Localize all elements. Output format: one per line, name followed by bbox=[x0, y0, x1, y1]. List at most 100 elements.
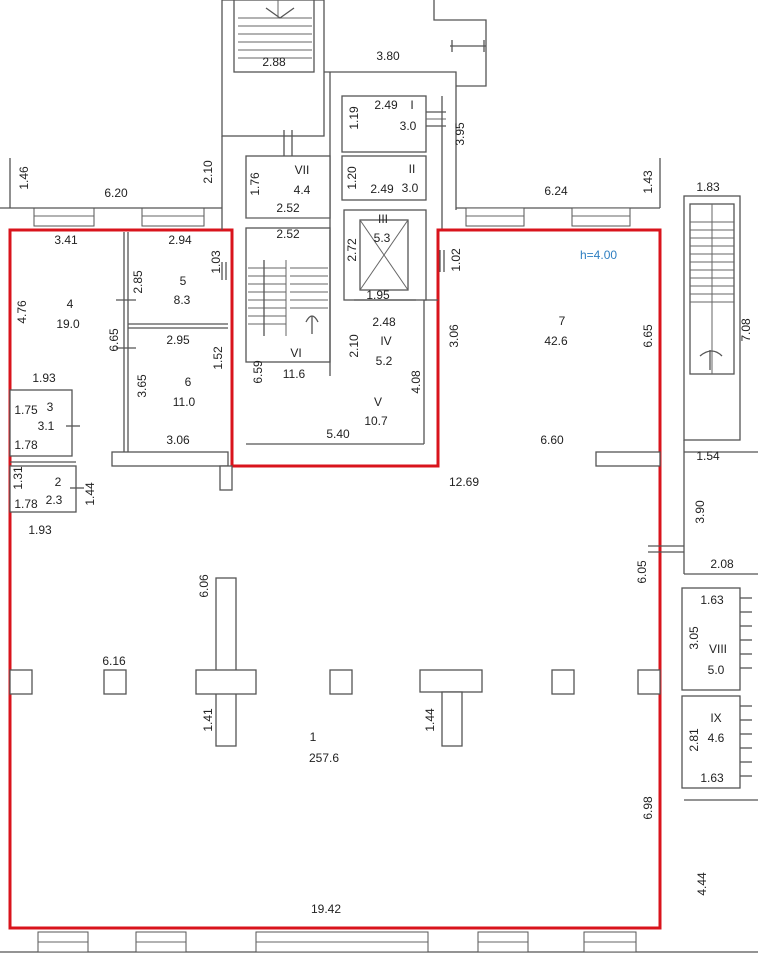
dim-label: 2.88 bbox=[262, 55, 286, 69]
dim-label: 2.08 bbox=[710, 557, 734, 571]
dim-label: 6.20 bbox=[104, 186, 128, 200]
dim-label: 1.54 bbox=[696, 449, 720, 463]
room-id: 4 bbox=[67, 297, 74, 311]
dim-label: 1.83 bbox=[696, 180, 720, 194]
dim-label: 1.78 bbox=[14, 438, 38, 452]
room-id: VII bbox=[295, 163, 310, 177]
dim-label: 1.43 bbox=[641, 170, 655, 194]
room-area: 19.0 bbox=[56, 317, 80, 331]
room-id: III bbox=[378, 212, 388, 226]
room-labels: 1 257.6 2 2.3 3 3.1 4 19.0 5 8.3 6 11.0 … bbox=[38, 98, 727, 765]
dim-label: 1.03 bbox=[209, 250, 223, 274]
room-area: 3.0 bbox=[402, 181, 419, 195]
dim-label: 4.76 bbox=[15, 300, 29, 324]
room-id: I bbox=[410, 98, 413, 112]
room-area: 5.0 bbox=[708, 663, 725, 677]
room-area: 3.1 bbox=[38, 419, 55, 433]
dim-label: 5.40 bbox=[326, 427, 350, 441]
dim-label: 1.31 bbox=[11, 466, 25, 490]
dim-label: 3.80 bbox=[376, 49, 400, 63]
dim-label: 3.05 bbox=[687, 626, 701, 650]
right-stair bbox=[683, 195, 741, 441]
dim-label: 1.76 bbox=[248, 172, 262, 196]
room-vii bbox=[245, 155, 331, 219]
room-id: 7 bbox=[559, 314, 566, 328]
room-area: 4.4 bbox=[294, 183, 311, 197]
dim-label: 2.94 bbox=[168, 233, 192, 247]
dim-label: 1.02 bbox=[449, 248, 463, 272]
ceiling-height-label: h=4.00 bbox=[580, 248, 617, 262]
leased-area-outline bbox=[8, 228, 662, 930]
room-area: 5.3 bbox=[374, 231, 391, 245]
room-id: 2 bbox=[55, 475, 62, 489]
dim-label: 1.95 bbox=[366, 288, 390, 302]
dim-label: 1.44 bbox=[423, 708, 437, 732]
dim-label: 1.93 bbox=[32, 371, 56, 385]
dim-label: 1.78 bbox=[14, 497, 38, 511]
room-area: 3.0 bbox=[400, 119, 417, 133]
dim-label: 6.59 bbox=[251, 360, 265, 384]
dim-label: 2.81 bbox=[687, 728, 701, 752]
dim-label: 6.60 bbox=[540, 433, 564, 447]
dim-label: 2.85 bbox=[131, 270, 145, 294]
dim-label: 1.44 bbox=[83, 482, 97, 506]
room-area: 2.3 bbox=[46, 493, 63, 507]
room-area: 10.7 bbox=[364, 414, 388, 428]
top-right-wall bbox=[433, 0, 487, 87]
rooms-viii-ix bbox=[681, 440, 758, 801]
dim-label: 3.06 bbox=[166, 433, 190, 447]
room-id: 1 bbox=[310, 730, 317, 744]
dim-label: 3.06 bbox=[447, 324, 461, 348]
room-id: VI bbox=[290, 346, 301, 360]
dim-label: 1.93 bbox=[28, 523, 52, 537]
dim-label: 2.95 bbox=[166, 333, 190, 347]
room-area: 5.2 bbox=[376, 354, 393, 368]
dim-label: 3.90 bbox=[693, 500, 707, 524]
dim-label: 3.95 bbox=[453, 122, 467, 146]
room-id: 5 bbox=[180, 274, 187, 288]
dim-label: 1.75 bbox=[14, 403, 38, 417]
room-id: 3 bbox=[47, 400, 54, 414]
room-id: II bbox=[409, 162, 416, 176]
dim-label: 6.24 bbox=[544, 184, 568, 198]
room-area: 11.6 bbox=[283, 367, 306, 381]
dim-label: 2.48 bbox=[372, 315, 396, 329]
dim-label: 7.08 bbox=[739, 318, 753, 342]
dim-label: 1.41 bbox=[201, 708, 215, 732]
dim-label: 4.44 bbox=[695, 872, 709, 896]
dim-label: 2.52 bbox=[276, 227, 300, 241]
entrance-block bbox=[324, 71, 457, 230]
stair-vi-steps bbox=[248, 267, 328, 325]
dim-label: 6.65 bbox=[107, 328, 121, 352]
dim-label: 4.08 bbox=[409, 370, 423, 394]
dim-label: 1.52 bbox=[211, 346, 225, 370]
dim-label: 2.72 bbox=[345, 238, 359, 262]
dim-label: 12.69 bbox=[449, 475, 479, 489]
dim-label: 1.46 bbox=[17, 166, 31, 190]
dimension-labels: 2.88 3.80 2.49 1.19 3.95 1.46 6.20 2.10 … bbox=[11, 49, 753, 916]
room-area: 11.0 bbox=[173, 395, 196, 409]
dim-label: 1.63 bbox=[700, 771, 724, 785]
dim-label: 1.63 bbox=[700, 593, 724, 607]
room-id: 6 bbox=[185, 375, 192, 389]
dim-label: 2.49 bbox=[374, 98, 398, 112]
dim-label: 6.06 bbox=[197, 574, 211, 598]
room-id: V bbox=[374, 395, 382, 409]
dim-label: 1.20 bbox=[345, 166, 359, 190]
dim-label: 6.65 bbox=[641, 324, 655, 348]
dim-label: 6.98 bbox=[641, 796, 655, 820]
interior-walls bbox=[0, 136, 758, 953]
room-area: 257.6 bbox=[309, 751, 339, 765]
dim-label: 2.10 bbox=[347, 334, 361, 358]
top-stair bbox=[221, 0, 325, 156]
dim-label: 1.19 bbox=[347, 106, 361, 130]
dim-label: 3.41 bbox=[54, 233, 78, 247]
room-area: 8.3 bbox=[174, 293, 191, 307]
dim-label: 3.65 bbox=[135, 374, 149, 398]
dim-label: 19.42 bbox=[311, 902, 341, 916]
dim-label: 2.10 bbox=[201, 160, 215, 184]
dim-label: 2.49 bbox=[370, 182, 394, 196]
room-id: IV bbox=[380, 334, 391, 348]
room-area: 42.6 bbox=[544, 334, 568, 348]
